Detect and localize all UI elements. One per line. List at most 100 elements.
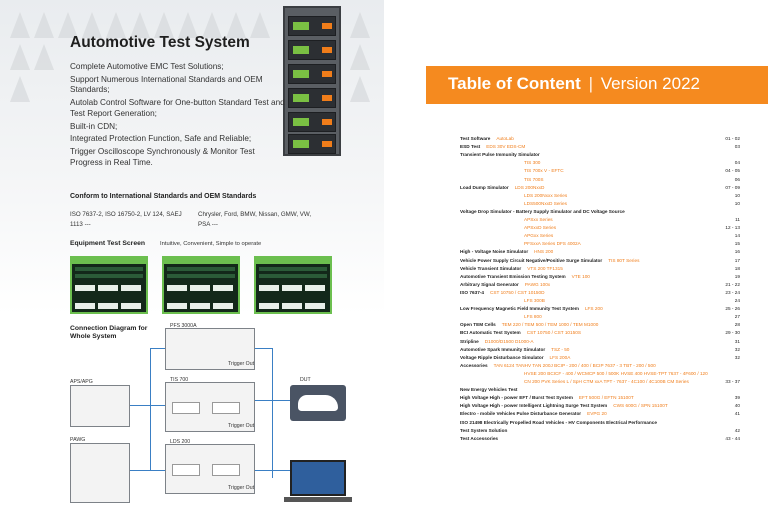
aps-label: APS/APG (70, 379, 93, 385)
toc-row: CN 200 PVK Series L / SpH CTM xxA TPT - … (460, 378, 740, 385)
toc-row-page: 10 (734, 200, 740, 206)
toc-row-page: 12 - 13 (725, 225, 740, 231)
toc-row-product: LFS 300B (524, 298, 545, 303)
toc-row-product: TSZ - 50 (551, 346, 570, 352)
toc-row-product: APGxx Series (524, 233, 554, 239)
pfs-label: PFS 3000A (170, 323, 197, 329)
toc-row-label: Automotive Transient Emission Testing Sy… (460, 273, 566, 279)
toc-row-page: 17 (734, 257, 740, 263)
toc-row-label: High - Voltage Noise Simulator (460, 249, 529, 255)
toc-row-product: EFT 500G / EFTN 15100T (578, 395, 634, 401)
toc-row: Voltage Drop Simulator - Battery Supply … (460, 208, 740, 215)
equipment-heading: Equipment Test Screen (70, 240, 146, 247)
toc-row-page: 23 - 24 (725, 289, 740, 295)
laptop-icon (290, 460, 346, 496)
toc-row-page: 31 (734, 338, 740, 344)
toc-title-bar (426, 66, 768, 104)
toc-row-label: Electro - mobile Vehicles Pulse Disturba… (460, 411, 582, 417)
oem-standards: Chrysler, Ford, BMW, Nissan, GMW, VW, PS… (198, 211, 312, 228)
toc-row-label: Voltage Drop Simulator - Battery Supply … (460, 208, 625, 214)
toc-row: ISO 7637-4 CST 10750 / CST 10150D 23 - 24 (460, 289, 740, 296)
toc-row-product: CST 10750 / CST 10150S (526, 330, 581, 336)
toc-row-label: ISO 7637-4 (460, 289, 484, 295)
toc-row-product: CN 200 PVK Series L / SpH CTM xxA TPT - … (524, 379, 689, 384)
toc-row-label: Accessories (460, 362, 488, 368)
toc-row-label: Transient Pulse Immunity Simulator (460, 152, 540, 158)
toc-row: HVSE 200 BCICF - 400 / WCMCP 500 / 500K … (460, 370, 740, 377)
toc-row-page: 15 (734, 241, 740, 247)
feature-list: Complete Automotive EMC Test Solutions; … (70, 62, 285, 170)
toc-version: Version 2022 (600, 74, 700, 93)
equipment-subheading: Intuitive, Convenient, Simple to operate (160, 241, 262, 247)
toc-row-label: BCI Automatic Test System (460, 330, 521, 336)
toc-row-label: Low Frequency Magnetic Field Immunity Te… (460, 306, 579, 312)
toc-row-page: 16 (734, 249, 740, 255)
toc-row-product: TIS 300 (524, 160, 541, 166)
equipment-cabinet-image (283, 6, 341, 156)
toc-row: Electro - mobile Vehicles Pulse Disturba… (460, 410, 740, 417)
pfs-device-box (165, 328, 255, 370)
toc-row-product: TIS 700S (524, 176, 544, 182)
toc-row-label: Load Dump Simulator (460, 184, 509, 190)
toc-row: APGxx Series 14 (460, 232, 740, 239)
toc-row-product: LDS500NxxD Series (524, 200, 567, 206)
toc-row-page: 04 (734, 160, 740, 166)
iso-standards: ISO 7637-2, ISO 16750-2, LV 124, SAEJ 11… (70, 211, 182, 228)
toc-row-page: 03 (734, 144, 740, 150)
toc-row-product: TEM 220 / TEM 500 / TEM 1000 / TEM M1000 (501, 322, 599, 328)
toc-row-label: Test Accessories (460, 435, 499, 441)
trigger-label: Trigger Out (228, 485, 255, 491)
toc-row: APSxx Series 11 (460, 216, 740, 223)
toc-row-page: 07 - 09 (725, 184, 740, 190)
toc-row: New Energy Vehicles Test (460, 386, 740, 393)
toc-row-label: ISO 21498 Electrically Propelled Road Ve… (460, 419, 657, 425)
toc-row-label: Voltage Ripple Disturbance Simulator (460, 354, 544, 360)
toc-row-product: LDS 200Nxxx Series (524, 192, 568, 198)
toc-row: Automotive Transient Emission Testing Sy… (460, 273, 740, 280)
toc-row-product: CST 10750 / CST 10150D (489, 289, 545, 295)
toc-row: Transient Pulse Immunity Simulator (460, 151, 740, 158)
test-screen-image (254, 256, 332, 314)
toc-row-page: 27 (734, 314, 740, 320)
toc-row-product: LFS 200 (584, 306, 603, 312)
feature-item: Autolab Control Software for One-button … (70, 98, 285, 118)
toc-row-page: 29 - 30 (725, 330, 740, 336)
toc-row-product: APSxx Series (524, 217, 553, 222)
toc-row-page: 11 (735, 217, 740, 222)
toc-row-page: 06 (734, 176, 740, 182)
left-page: Automotive Test System Complete Automoti… (0, 0, 384, 525)
toc-title: Table of Content | Version 2022 (448, 74, 700, 94)
toc-row-label: ESD Test (460, 144, 481, 150)
lds-label: LDS 200 (170, 439, 191, 445)
toc-row-label: Test Software (460, 136, 491, 141)
toc-row-label: High Voltage High - power EFT / Burst Te… (460, 395, 573, 401)
toc-title-bold: Table of Content (448, 74, 581, 93)
toc-row-product: EDS 30V EDS-CM (486, 144, 526, 150)
toc-row-product: HVSE 200 BCICF - 400 / WCMCP 500 / 500K … (524, 370, 708, 376)
toc-row: Voltage Ripple Disturbance Simulator LFS … (460, 354, 740, 361)
toc-row: TIS 700S 06 (460, 176, 740, 183)
feature-item: Trigger Oscilloscope Synchronously & Mon… (70, 146, 255, 167)
toc-row: High Voltage High - power Intelligent Li… (460, 402, 740, 409)
toc-row-page: 40 (734, 403, 740, 409)
toc-row: ESD Test EDS 30V EDS-CM 03 (460, 143, 740, 150)
toc-row-page: 04 - 05 (725, 168, 740, 174)
feature-item: Integrated Protection Function, Safe and… (70, 134, 252, 144)
toc-row-product: TIS 700x V - EFTC (524, 168, 564, 174)
feature-item: Support Numerous International Standards… (70, 74, 263, 95)
toc-row-product: TAN 6124 TANHV TAN 200J BCIP - 200 / 400… (493, 362, 656, 368)
toc-row-page: 14 (734, 233, 740, 239)
toc-row-label: Arbitrary Signal Generator (460, 281, 519, 287)
test-screen-image (70, 256, 148, 314)
toc-row-product: LFS 200A (549, 354, 571, 360)
